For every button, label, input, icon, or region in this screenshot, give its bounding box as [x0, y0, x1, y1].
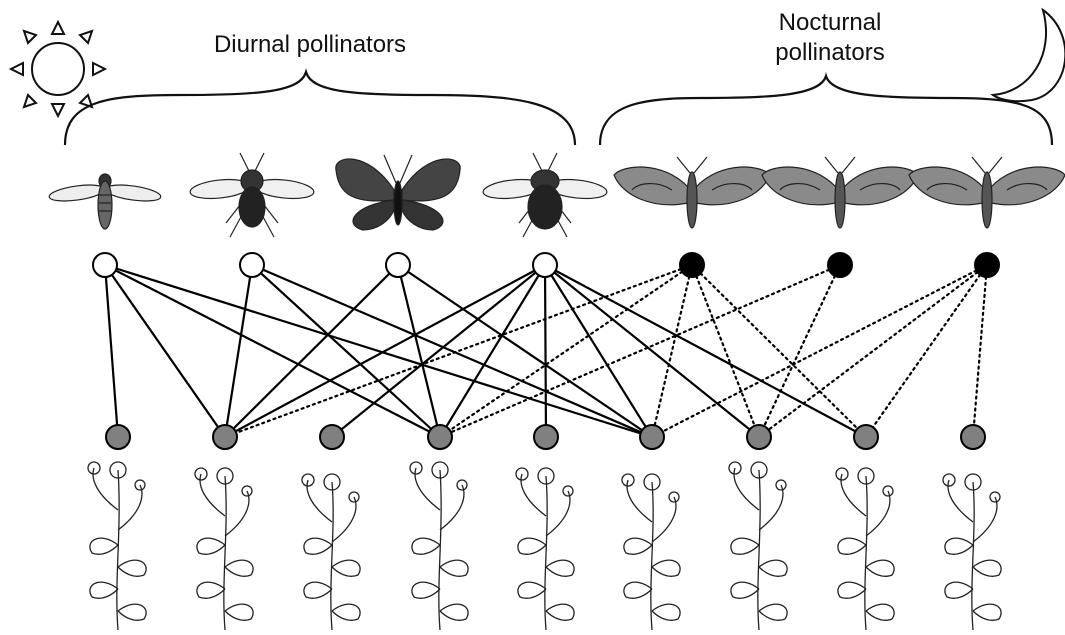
link-bumblebee-clover [332, 265, 545, 437]
clover-illustration [302, 474, 360, 630]
nocturnal-brace [600, 76, 1052, 145]
nocturnal-pollinators-label: Nocturnal pollinators [730, 8, 930, 68]
campion-illustration [729, 462, 787, 630]
link-tortoiseshell-butterfly-bramble [398, 265, 440, 437]
link-moth-1-thistle [652, 265, 692, 437]
pollinator-node-moth-1 [680, 253, 704, 277]
moon-icon [993, 10, 1065, 101]
bramble-illustration [410, 462, 468, 630]
plant-node-thistle [640, 425, 664, 449]
link-hoverfly-buttercup [105, 265, 118, 437]
pollinator-node-bumblebee [533, 253, 557, 277]
honeybee-illustration [189, 153, 315, 237]
link-moth-2-bramble [440, 265, 840, 437]
link-bumblebee-bramble [440, 265, 545, 437]
plant-node-bramble [428, 425, 452, 449]
pollinator-node-hoverfly [93, 253, 117, 277]
link-bumblebee-campion [545, 265, 759, 437]
yarrow-illustration [195, 468, 253, 630]
hoverfly-illustration [48, 174, 161, 229]
plant-nodes [106, 425, 985, 449]
plant-node-yarrow [213, 425, 237, 449]
link-moth-3-campion [759, 265, 987, 437]
plant-node-honeysuckle [854, 425, 878, 449]
link-bumblebee-thistle [545, 265, 652, 437]
link-moth-1-yarrow [225, 265, 692, 437]
buttercup-illustration [88, 462, 146, 630]
pollinator-nodes [93, 253, 999, 277]
plant-node-clover [320, 425, 344, 449]
link-hoverfly-thistle [105, 265, 652, 437]
link-moth-3-orchid [973, 265, 987, 437]
plant-node-vetch [534, 425, 558, 449]
moth-3-illustration [909, 157, 1065, 228]
link-tortoiseshell-butterfly-thistle [398, 265, 652, 437]
tortoiseshell-butterfly-illustration [336, 155, 460, 230]
link-hoverfly-yarrow [105, 265, 225, 437]
link-honeybee-bramble [252, 265, 440, 437]
plant-illustrations [88, 462, 1001, 630]
interaction-links [105, 265, 987, 437]
pollinator-illustrations [48, 153, 1065, 237]
diurnal-brace [65, 72, 575, 145]
orchid-illustration [943, 474, 1001, 630]
vetch-illustration [516, 468, 574, 630]
moth-1-illustration [614, 157, 770, 228]
link-honeybee-yarrow [225, 265, 252, 437]
bumblebee-illustration [482, 153, 608, 237]
link-moth-2-campion [759, 265, 840, 437]
pollinator-node-moth-2 [828, 253, 852, 277]
moth-2-illustration [762, 157, 918, 228]
plant-node-buttercup [106, 425, 130, 449]
plant-node-campion [747, 425, 771, 449]
pollinator-node-tortoiseshell-butterfly [386, 253, 410, 277]
sun-icon [11, 22, 105, 116]
pollinator-node-honeybee [240, 253, 264, 277]
link-moth-1-bramble [440, 265, 692, 437]
pollinator-node-moth-3 [975, 253, 999, 277]
thistle-illustration [622, 474, 680, 630]
honeysuckle-illustration [836, 468, 894, 630]
link-moth-3-honeysuckle [866, 265, 987, 437]
link-bumblebee-vetch [545, 265, 546, 437]
plant-node-orchid [961, 425, 985, 449]
diurnal-pollinators-label: Diurnal pollinators [160, 30, 460, 60]
